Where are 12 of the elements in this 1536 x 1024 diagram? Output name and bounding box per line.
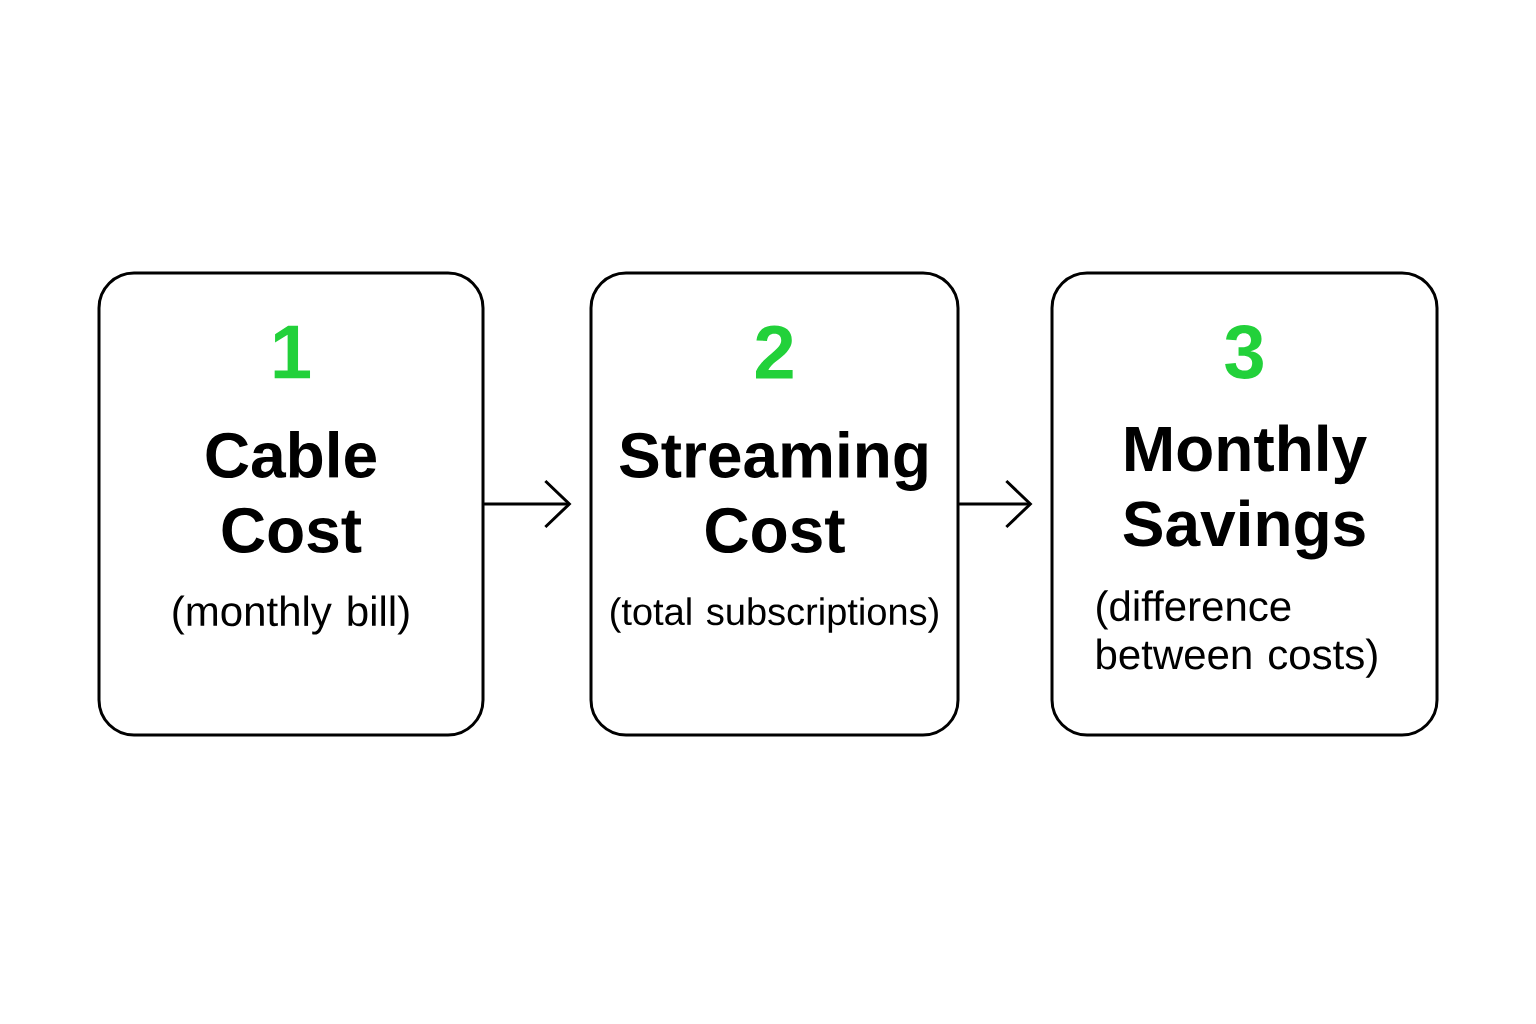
step-number: 2 xyxy=(756,325,793,379)
step-title: Streaming Cost xyxy=(619,431,927,553)
step-title: Cable Cost xyxy=(206,431,376,553)
step-title: Monthly Savings xyxy=(1123,424,1367,560)
step-note: (difference between costs) xyxy=(1097,590,1377,678)
step-note: (total subscriptions) xyxy=(611,597,938,633)
step-box xyxy=(97,271,485,737)
step-note: (monthly bill) xyxy=(173,595,409,635)
step-box xyxy=(589,271,960,737)
step-number: 1 xyxy=(274,325,310,379)
step-box xyxy=(1050,271,1439,737)
step-number: 3 xyxy=(1225,325,1263,379)
